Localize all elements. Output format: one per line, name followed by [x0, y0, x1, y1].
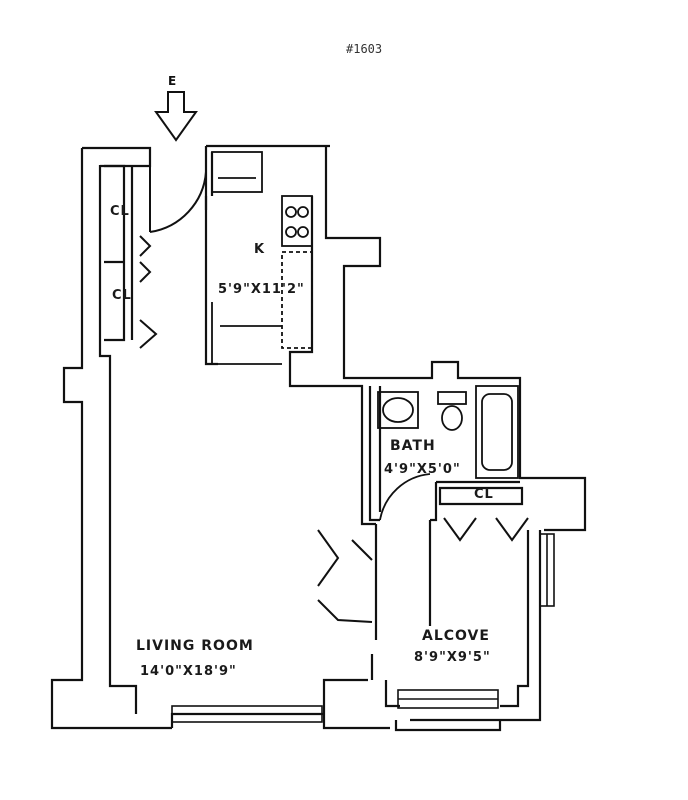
entry-label: E: [168, 74, 177, 88]
kitchen-wall-inner: [288, 196, 376, 526]
bottom-wall: [170, 678, 400, 730]
sink-counter-icon: [211, 151, 263, 193]
partition: [370, 524, 378, 680]
window-right: [539, 533, 555, 607]
alcove-closet-chevrons: [443, 517, 529, 542]
bath-door-icon: [379, 473, 431, 521]
unit-number: #1603: [346, 42, 383, 56]
living-room-label: LIVING ROOM: [136, 638, 254, 654]
inner-wall-left: [98, 165, 138, 714]
closet-upper-label: CL: [110, 204, 130, 219]
bath-walls: [368, 386, 520, 626]
kitchen-wall: [324, 146, 587, 532]
closet-lower-label: CL: [112, 288, 132, 303]
alcove-dimensions: 8'9"X9'5": [414, 650, 491, 665]
stove-icon: [281, 195, 313, 247]
entry-door-icon: [149, 166, 207, 233]
window-living: [171, 705, 323, 723]
counter-icon: [211, 302, 282, 365]
toilet-icon: [437, 391, 467, 431]
window-alcove: [397, 689, 499, 709]
alcove-closet-label: CL: [474, 487, 494, 502]
closet-walls: [104, 164, 134, 342]
kitchen-label: K: [254, 242, 266, 257]
alcove-label: ALCOVE: [422, 628, 490, 644]
closet-alcove-walls: [438, 486, 524, 506]
closet-door-chevrons: [139, 235, 158, 349]
top-wall: [82, 146, 152, 168]
fridge-icon: [281, 251, 313, 349]
alcove-bottom: [394, 720, 502, 732]
bath-dimensions: 4'9"X5'0": [384, 462, 461, 477]
entry-arrow-icon: [154, 91, 198, 142]
outer-wall-left: [50, 148, 172, 730]
bath-label: BATH: [390, 438, 436, 454]
bath-sink-icon: [377, 391, 419, 429]
bathtub-icon: [475, 385, 519, 479]
living-room-dimensions: 14'0"X18'9": [140, 664, 237, 679]
bifold-door-icon: [317, 529, 373, 623]
kitchen-dimensions: 5'9"X11'2": [218, 282, 305, 297]
